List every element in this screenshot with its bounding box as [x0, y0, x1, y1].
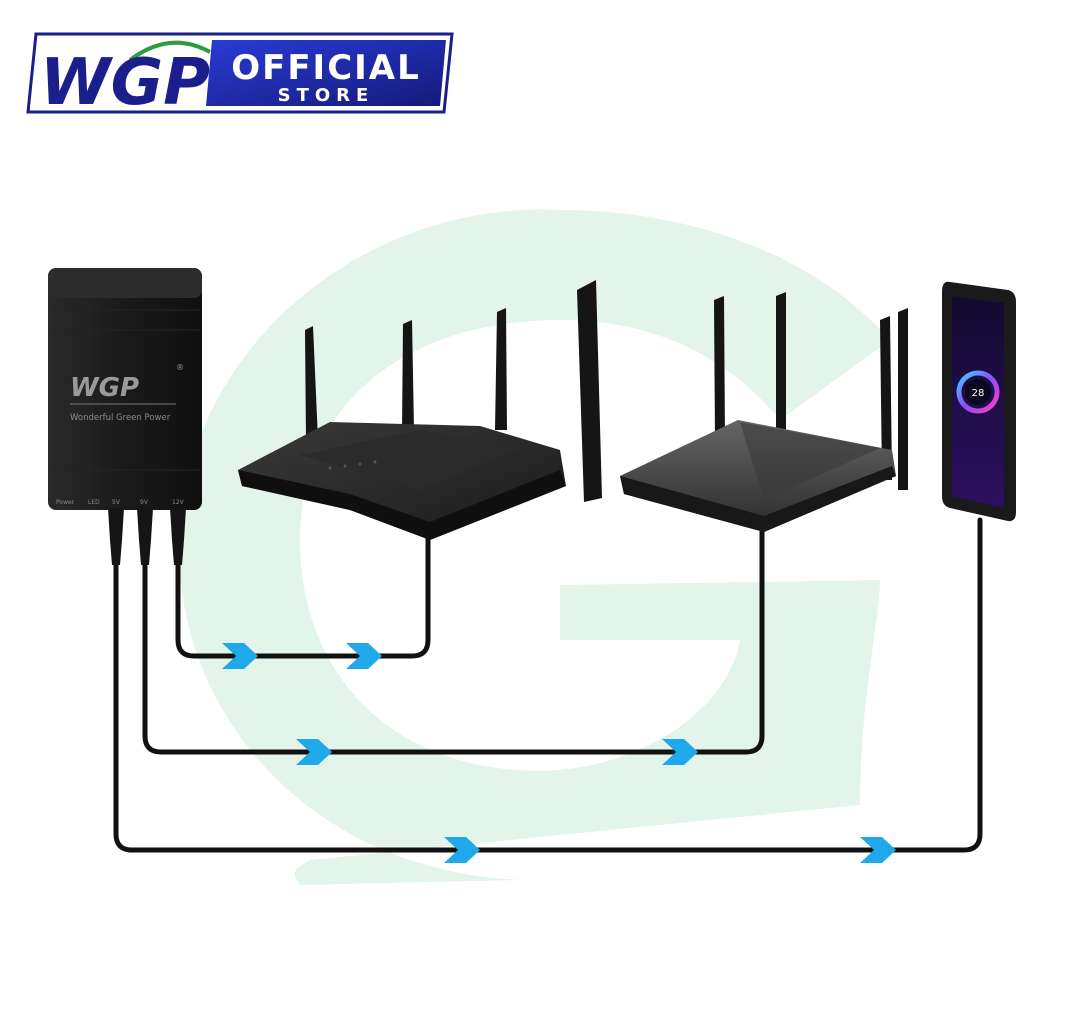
phone-battery-value: 28 — [972, 388, 985, 399]
port-label-power: Power — [56, 499, 75, 506]
logo-brand-text: WGP — [40, 46, 210, 120]
port-label-led: LED — [88, 499, 100, 506]
router-icon — [620, 292, 908, 532]
background-watermark — [178, 209, 890, 886]
port-label-12v: 12V — [172, 499, 185, 506]
ups-brand-text: WGP — [70, 373, 139, 403]
flow-arrows — [222, 643, 896, 863]
router-icon — [238, 280, 602, 540]
flow-arrow-icon — [444, 837, 480, 863]
ups-registered-mark: ® — [176, 363, 184, 372]
dc-plug-5v — [108, 508, 124, 565]
flow-arrow-icon — [222, 643, 258, 669]
flow-arrow-icon — [346, 643, 382, 669]
flow-arrow-icon — [860, 837, 896, 863]
ups-tagline: Wonderful Green Power — [70, 413, 171, 423]
logo-store-text: STORE — [278, 85, 375, 106]
cable-9v-router — [142, 527, 765, 755]
cable-12v-router — [175, 527, 431, 659]
flow-arrow-icon — [662, 739, 698, 765]
power-cables — [113, 517, 983, 853]
port-label-5v: 5V — [112, 499, 121, 506]
dc-plug-12v — [170, 508, 186, 565]
flow-arrow-icon — [296, 739, 332, 765]
cable-5v-phone — [113, 517, 983, 853]
dc-plug-9v — [137, 508, 153, 565]
mini-ups-icon: WGP ® Wonderful Green Power Power LED 5V… — [48, 268, 202, 565]
port-label-9v: 9V — [140, 499, 149, 506]
store-logo: WGP OFFICIAL STORE — [26, 32, 454, 120]
smartphone-icon: 28 — [942, 281, 1016, 522]
logo-official-text: OFFICIAL — [231, 48, 421, 88]
